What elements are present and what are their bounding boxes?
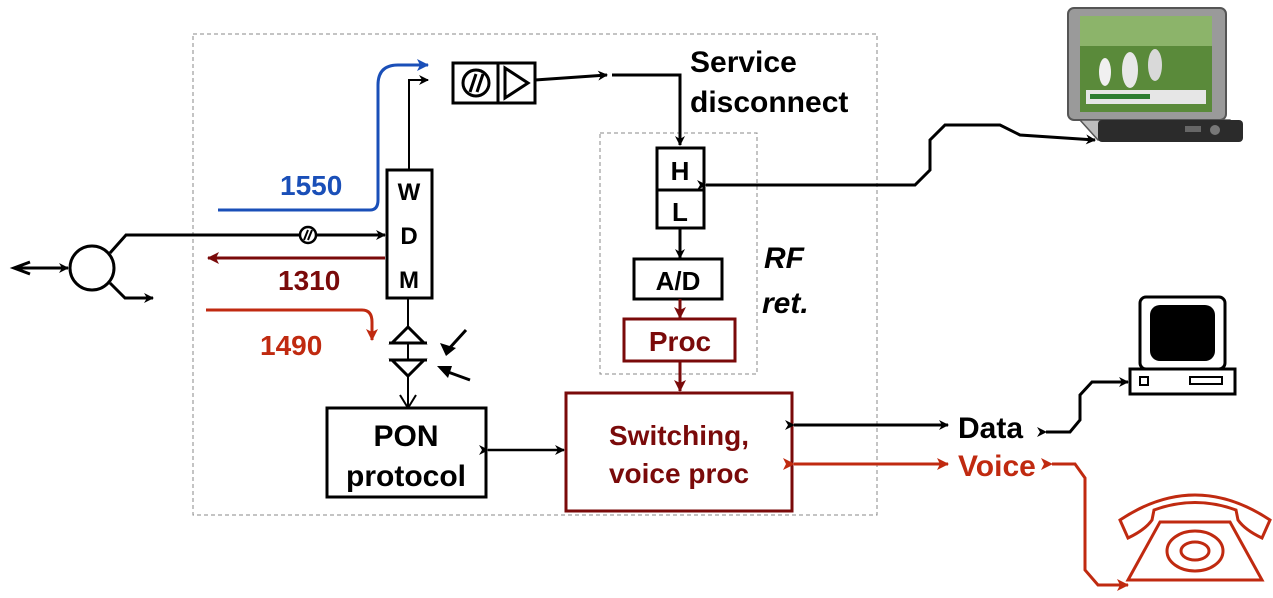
data-label: Data — [958, 412, 1023, 445]
label-1550: 1550 — [280, 170, 342, 201]
wdm-block: W D M — [385, 168, 434, 300]
proc-label: Proc — [649, 326, 711, 357]
adc-label: A/D — [656, 266, 701, 296]
filter-low-label: L — [672, 197, 688, 227]
television-icon — [1067, 7, 1243, 142]
diplexer-block: H L — [655, 146, 706, 230]
label-1490: 1490 — [260, 330, 322, 361]
tv-link — [697, 123, 1096, 190]
amplifier-icon — [451, 61, 537, 105]
switch-label-line2: voice proc — [609, 458, 749, 489]
ont-enclosure — [192, 33, 878, 516]
path-1550 — [218, 59, 429, 212]
wdm-letter-w: W — [398, 179, 421, 206]
switching-block: Switching, voice proc — [564, 391, 794, 513]
pon-label-line2: protocol — [346, 460, 466, 493]
voice-label: Voice — [958, 450, 1036, 483]
service-disconnect-line — [612, 73, 685, 146]
service-label-line2: disconnect — [690, 86, 848, 119]
filter-high-label: H — [671, 156, 690, 186]
rf-label-line2: ret. — [762, 287, 809, 320]
path-1490 — [206, 308, 378, 341]
wdm-letter-d: D — [400, 223, 417, 250]
computer-link — [1037, 377, 1129, 437]
wdm-to-receiver-line — [408, 75, 429, 170]
telephone-link — [1041, 458, 1129, 591]
splitter-icon — [9, 230, 386, 303]
wdm-letter-m: M — [399, 267, 419, 294]
telephone-icon — [1118, 493, 1272, 582]
pon-protocol-block: PON protocol — [325, 406, 488, 499]
pon-label-line1: PON — [373, 420, 438, 453]
attenuator-icon — [298, 225, 318, 245]
adc-block: A/D — [632, 257, 724, 301]
photodiode-icon — [388, 298, 471, 410]
service-label-line1: Service — [690, 46, 797, 79]
computer-icon — [1128, 295, 1237, 396]
rf-label-line1: RF — [764, 242, 805, 275]
proc-block: Proc — [622, 317, 737, 363]
label-1310: 1310 — [278, 265, 340, 296]
switch-label-line1: Switching, — [609, 420, 749, 451]
receiver-output-line — [534, 70, 608, 82]
